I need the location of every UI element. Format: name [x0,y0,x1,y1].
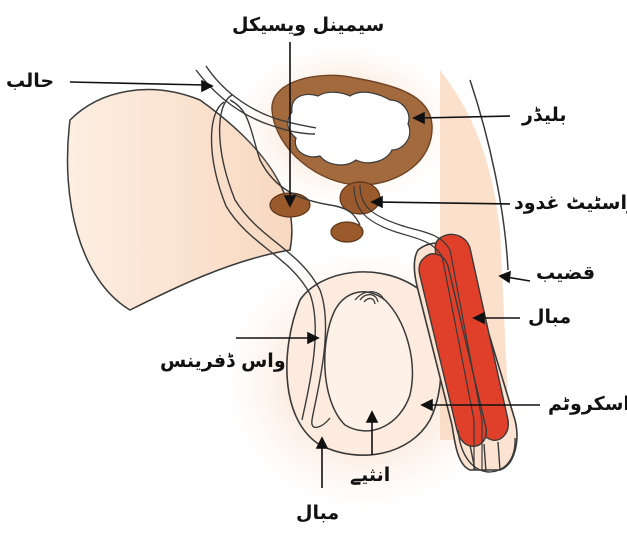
label-vas-deferens: واس ڈفرینس [160,350,286,372]
bulbourethral-gland [331,222,363,242]
label-urethra-bottom: مبال [296,502,339,524]
label-urethra-top: حالب [6,70,54,92]
label-urethra-right: مبال [528,306,571,328]
label-prostate: پراسٹیٹ غدود [514,192,627,214]
label-bladder: بلیڈر [522,104,567,126]
label-scrotum: اسکروٹم [548,393,627,415]
label-penis: قضیب [536,262,595,284]
label-seminal-vesicle: سیمینل ویسیکل [232,14,384,36]
label-testis: انثیے [350,464,390,486]
